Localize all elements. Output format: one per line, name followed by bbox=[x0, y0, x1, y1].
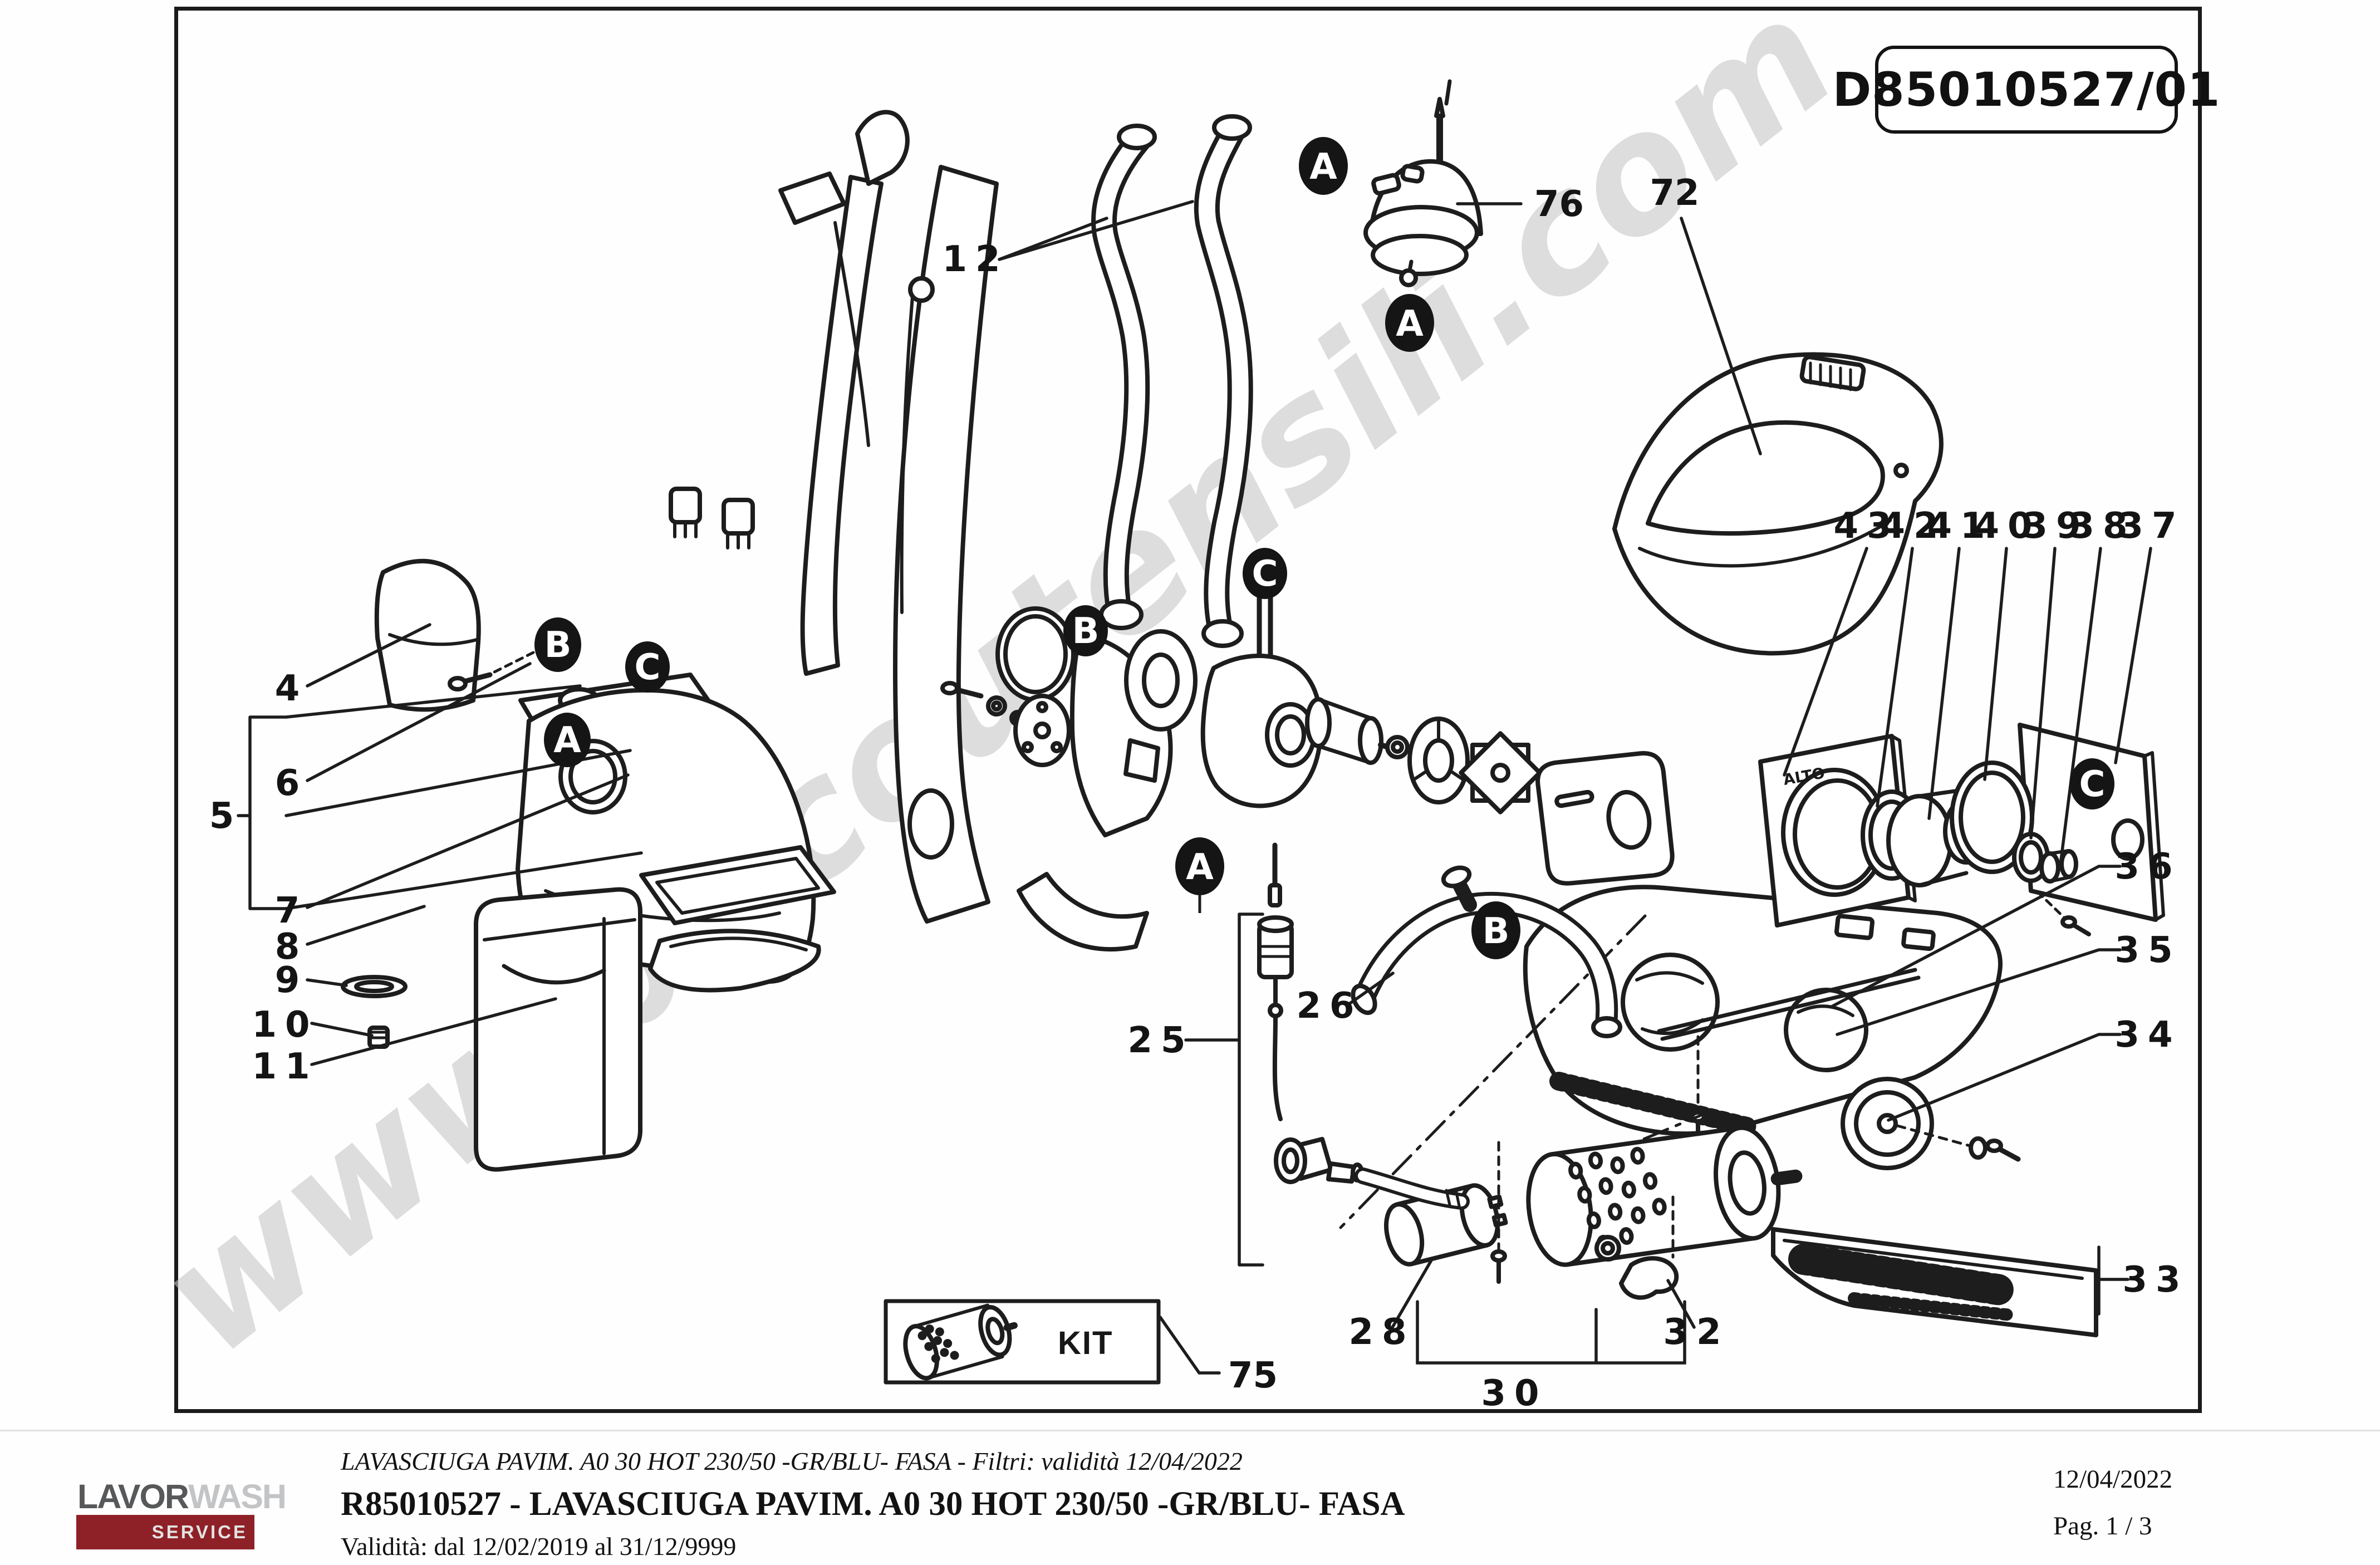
capacitor bbox=[1384, 1183, 1508, 1267]
brush-deck bbox=[1523, 885, 2021, 1170]
svg-text:A: A bbox=[553, 720, 581, 761]
callout-9: 9 bbox=[275, 960, 300, 1001]
page-number: Pag. 1 / 3 bbox=[2053, 1512, 2152, 1541]
model-filter-line: LAVASCIUGA PAVIM. A0 30 HOT 230/50 -GR/B… bbox=[341, 1447, 1243, 1475]
kit-box bbox=[884, 1299, 1161, 1385]
callout-40: 40 bbox=[1974, 506, 2040, 547]
callout-72: 72 bbox=[1650, 173, 1699, 214]
callout-labels: 12 76 72 43 42 41 40 39 38 37 36 35 34 3… bbox=[209, 173, 2188, 1414]
document-title: R85010527 - LAVASCIUGA PAVIM. A0 30 HOT … bbox=[341, 1485, 1405, 1523]
marker-a-switch-top: A bbox=[1299, 137, 1348, 195]
tray-parts bbox=[639, 845, 836, 993]
diagram-border bbox=[174, 7, 2202, 1413]
footer-meta: 12/04/2022 Pag. 1 / 3 bbox=[2053, 1464, 2172, 1541]
gasket-plate-set bbox=[1758, 734, 2078, 928]
roller-group bbox=[1384, 1125, 1803, 1300]
drawing-number: D85010527/01 bbox=[1832, 62, 2221, 117]
callout-38: 38 bbox=[2069, 506, 2136, 547]
marker-a-switch-bottom: A bbox=[1385, 294, 1434, 352]
callout-30: 30 bbox=[1481, 1373, 1547, 1414]
rear-panel bbox=[2018, 723, 2165, 936]
callout-6: 6 bbox=[275, 763, 300, 804]
dosing-assembly bbox=[1257, 842, 1470, 1210]
logo-wash: WASH bbox=[188, 1478, 287, 1515]
callout-36: 36 bbox=[2114, 846, 2181, 887]
footer-separator bbox=[0, 1430, 2380, 1431]
callout-25: 25 bbox=[1127, 1020, 1194, 1061]
marker-b-plate: B bbox=[534, 617, 581, 672]
leader-lines bbox=[237, 200, 2152, 1375]
print-date: 12/04/2022 bbox=[2053, 1465, 2173, 1494]
callout-12: 12 bbox=[942, 239, 1008, 280]
svg-text:C: C bbox=[635, 647, 661, 688]
logo-service-banner: SERVICE bbox=[76, 1515, 254, 1549]
svg-text:C: C bbox=[1252, 553, 1278, 595]
svg-text:B: B bbox=[1072, 611, 1100, 652]
svg-text:B: B bbox=[544, 625, 572, 666]
callout-8: 8 bbox=[275, 926, 300, 968]
marker-c-plate: C bbox=[625, 641, 670, 693]
kit-label: KIT bbox=[1058, 1325, 1113, 1361]
callout-5: 5 bbox=[209, 796, 234, 837]
marker-c-panel: C bbox=[2070, 758, 2114, 810]
handle-frame bbox=[778, 110, 1149, 952]
callout-33: 33 bbox=[2122, 1259, 2188, 1301]
marker-b-yhose: B bbox=[1471, 901, 1520, 959]
callout-37: 37 bbox=[2118, 506, 2185, 547]
letter-markers: A A A A B B bbox=[534, 137, 2114, 959]
pressure-switch bbox=[1363, 79, 1483, 287]
svg-text:C: C bbox=[2079, 764, 2106, 805]
callout-76: 76 bbox=[1534, 184, 1584, 225]
squeegee-wedge bbox=[1771, 1227, 2098, 1337]
callout-7: 7 bbox=[275, 890, 300, 931]
svg-text:B: B bbox=[1483, 911, 1510, 952]
callout-35: 35 bbox=[2114, 930, 2181, 971]
gasket-oval bbox=[341, 975, 408, 998]
motor-assembly bbox=[940, 571, 1675, 886]
logo-service-label: SERVICE bbox=[151, 1522, 248, 1542]
callout-28: 28 bbox=[1348, 1312, 1415, 1353]
validity-line: Validità: dal 12/02/2019 al 31/12/9999 bbox=[341, 1532, 737, 1561]
callout-75: 75 bbox=[1228, 1355, 1278, 1396]
callout-4: 4 bbox=[275, 668, 300, 709]
svg-text:A: A bbox=[1396, 303, 1424, 345]
tank bbox=[474, 887, 642, 1172]
buffer-blocks bbox=[669, 487, 755, 550]
drawing-number-plate: D85010527/01 bbox=[1833, 46, 2220, 134]
clamp-hook bbox=[1619, 1256, 1679, 1300]
svg-text:A: A bbox=[1309, 146, 1337, 188]
callout-34: 34 bbox=[2114, 1014, 2181, 1056]
drain-hoses bbox=[1091, 114, 1253, 648]
marker-b-hose: B bbox=[1063, 605, 1108, 656]
marker-c-hose: C bbox=[1243, 548, 1287, 599]
svg-text:A: A bbox=[1186, 847, 1214, 888]
callout-41: 41 bbox=[1927, 506, 1993, 547]
callout-32: 32 bbox=[1663, 1312, 1729, 1353]
callout-39: 39 bbox=[2023, 506, 2089, 547]
logo-lavor: LAVOR bbox=[77, 1478, 189, 1515]
callout-43: 43 bbox=[1833, 506, 1900, 547]
marker-a-dosing: A bbox=[1175, 837, 1224, 913]
callout-11: 11 bbox=[252, 1046, 318, 1087]
hood-cover bbox=[1612, 352, 1944, 656]
y-hose bbox=[1351, 865, 1622, 1038]
marker-a-plate: A bbox=[544, 713, 591, 767]
footer-text-block: LAVASCIUGA PAVIM. A0 30 HOT 230/50 -GR/B… bbox=[341, 1446, 1405, 1561]
callout-10: 10 bbox=[252, 1004, 318, 1046]
callout-42: 42 bbox=[1880, 506, 1946, 547]
callout-26: 26 bbox=[1296, 985, 1362, 1027]
